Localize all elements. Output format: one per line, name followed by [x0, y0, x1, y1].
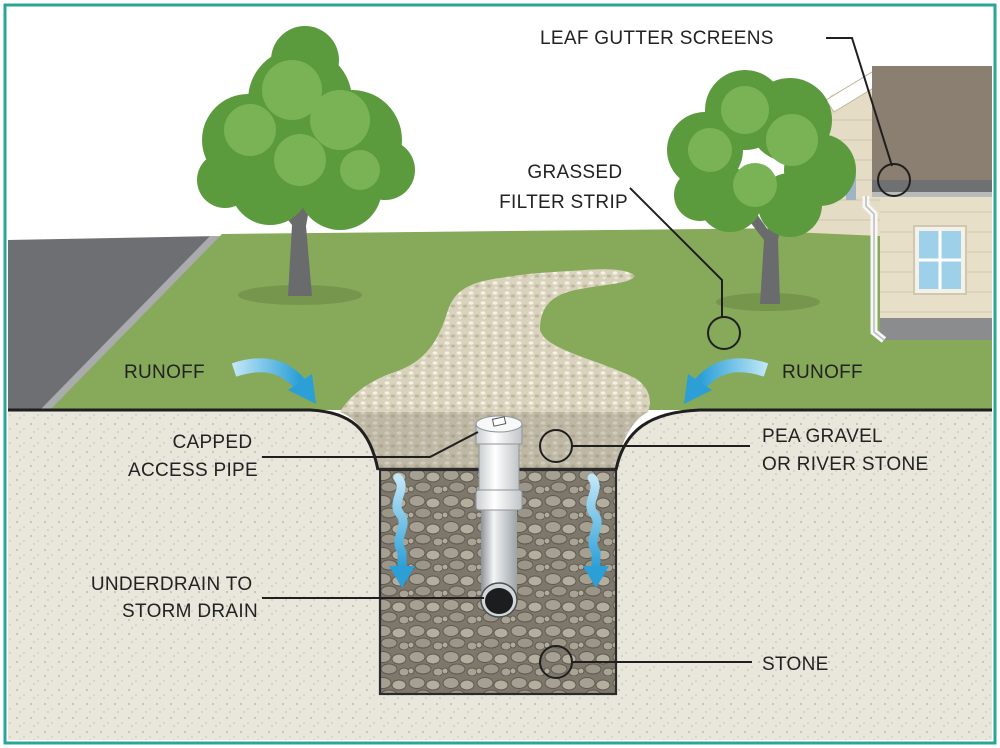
- label-grassed-filter-strip: GRASSED FILTER STRIP: [499, 162, 628, 213]
- infiltration-arrow-left: [389, 473, 415, 588]
- label-runoff-left: RUNOFF: [124, 362, 205, 383]
- leader-capped-pipe: [262, 431, 479, 458]
- label-leaf-gutter-screens: LEAF GUTTER SCREENS: [540, 28, 774, 49]
- leader-leaf-gutter: [826, 37, 893, 167]
- capped-access-pipe: [475, 415, 523, 511]
- roof: [872, 66, 992, 180]
- leader-filter-strip: [629, 187, 723, 318]
- callout-stone: [539, 645, 573, 679]
- runoff-arrow-left: [231, 358, 316, 404]
- gravel-channel: [340, 269, 650, 412]
- label-capped-access-pipe: CAPPED ACCESS PIPE: [128, 432, 258, 481]
- label-pea-gravel: PEA GRAVEL OR RIVER STONE: [762, 426, 928, 475]
- house: [790, 66, 992, 343]
- tree-left: [197, 26, 415, 305]
- callout-filter-strip: [707, 316, 741, 350]
- runoff-arrow-right: [684, 358, 769, 404]
- label-underdrain: UNDERDRAIN TO STORM DRAIN: [91, 574, 258, 622]
- infiltration-arrow-right: [583, 473, 609, 588]
- label-stone: STONE: [762, 654, 829, 675]
- soil-cross-section: [8, 410, 992, 740]
- callout-pea-gravel: [539, 429, 573, 463]
- road-curb: [40, 236, 222, 410]
- underdrain-pipe: [480, 500, 518, 618]
- callout-leaf-gutter: [877, 163, 911, 197]
- label-runoff-right: RUNOFF: [782, 362, 863, 383]
- tree-right: [667, 70, 856, 311]
- road: [8, 236, 218, 410]
- diagram-frame: [3, 3, 997, 745]
